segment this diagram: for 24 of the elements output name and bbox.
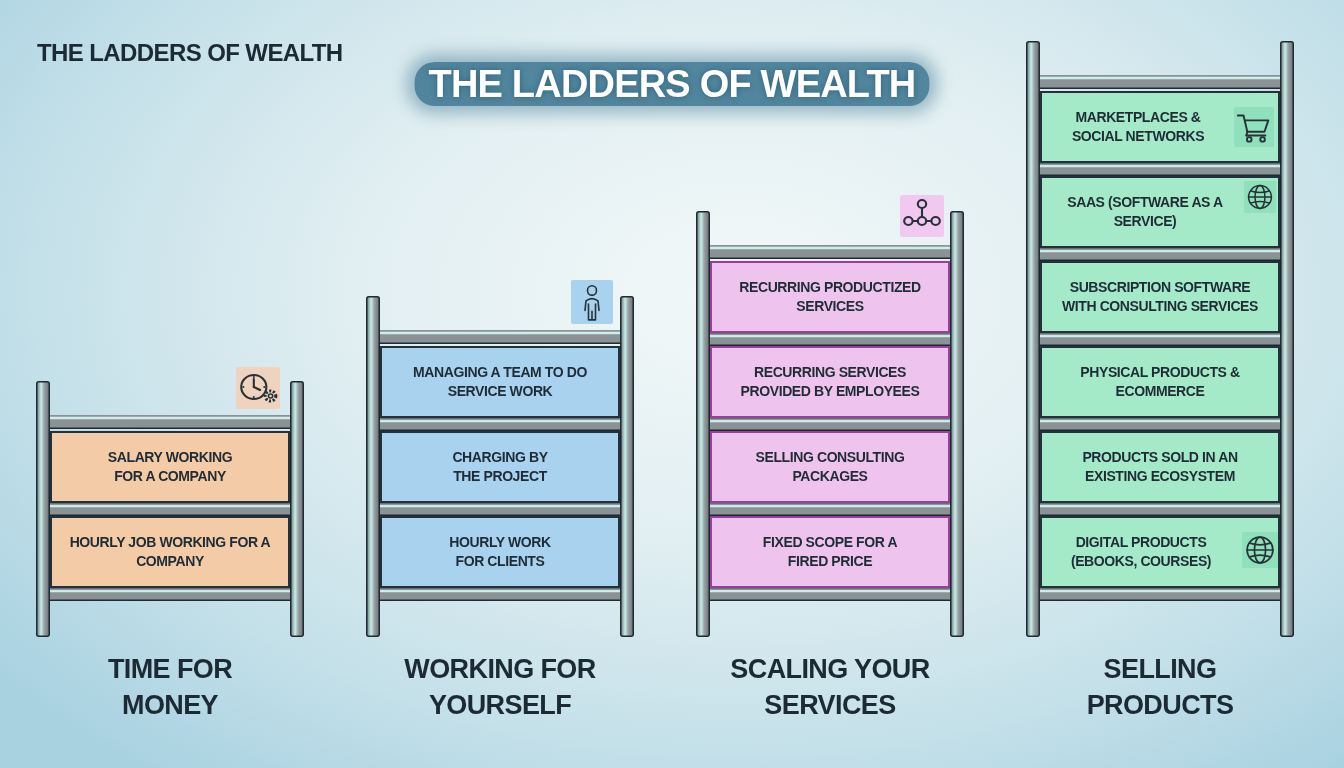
rung-text: HOURLY JOB WORKING FOR A COMPANY <box>68 533 272 571</box>
rung-text: RECURRING PRODUCTIZED SERVICES <box>738 278 922 316</box>
rung-text: CHARGING BY THE PROJECT <box>451 448 549 486</box>
rung-text: HOURLY WORK FOR CLIENTS <box>448 533 552 571</box>
ladder-label: TIME FOR MONEY <box>106 653 234 722</box>
ladder-rung <box>380 346 620 418</box>
ladder-rung <box>710 516 950 588</box>
ladder-rung <box>50 516 290 588</box>
ladder-rung <box>710 431 950 503</box>
rung-text: SALARY WORKING FOR A COMPANY <box>106 448 234 486</box>
ladder-rung <box>380 431 620 503</box>
rung-text: MANAGING A TEAM TO DO SERVICE WORK <box>412 363 588 401</box>
rung-text: SELLING CONSULTING PACKAGES <box>754 448 906 486</box>
ladder-rung <box>710 261 950 333</box>
ladder-label: SCALING YOUR SERVICES <box>729 653 931 722</box>
ladder-rung <box>50 431 290 503</box>
corner-title: THE LADDERS OF WEALTH <box>37 39 343 67</box>
ladder-label: WORKING FOR YOURSELF <box>403 653 597 722</box>
rung-text: RECURRING SERVICES PROVIDED BY EMPLOYEES <box>739 363 921 401</box>
ladder-label: SELLING PRODUCTS <box>1085 653 1235 722</box>
ladder-rung <box>710 346 950 418</box>
rung-text: FIXED SCOPE FOR A FIRED PRICE <box>761 533 899 571</box>
title: THE LADDERS OF WEALTH <box>414 62 930 106</box>
ladder-rung <box>380 516 620 588</box>
